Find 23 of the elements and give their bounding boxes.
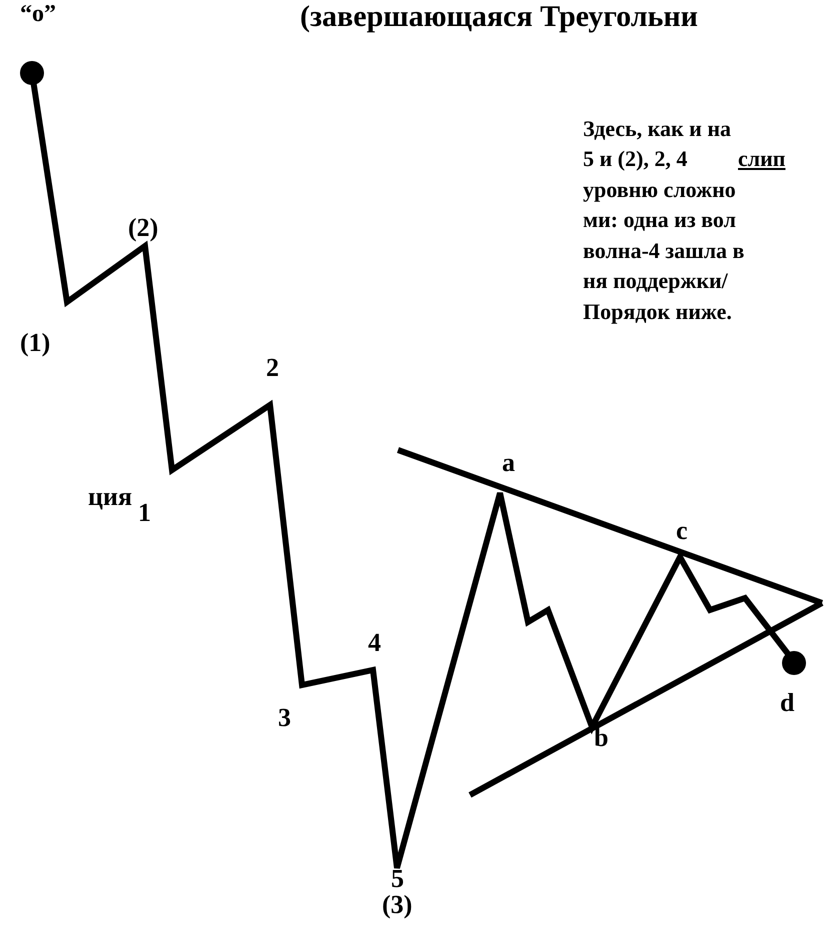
paragraph-line: 5 и (2), 2, 4 [583,148,688,170]
wave-label: a [502,450,515,476]
wave-label: 2 [266,355,279,381]
paragraph-line: ня поддержки/ [583,270,728,292]
heading-text: (завершающаяся Треугольни [300,2,698,32]
paragraph-line: уровню сложно [583,179,736,201]
paragraph-line: волна-4 зашла в [583,240,744,262]
wave-label: (3) [382,892,412,918]
wave-label: 3 [278,705,291,731]
wave-label: “o” [20,2,56,26]
wave-label: 4 [368,630,381,656]
wave-label: b [594,725,608,751]
wave-label: d [780,690,794,716]
paragraph-line: Порядок ниже. [583,301,732,323]
wave-label: 5 [391,866,404,892]
paragraph-line: слип [738,148,786,170]
paragraph-line: Здесь, как и на [583,118,731,140]
wave-label: (1) [20,330,50,356]
wave-label: (2) [128,215,158,241]
paragraph-line: ми: одна из вол [583,209,736,231]
side-text: ция [88,484,132,510]
wave-label: 1 [138,500,151,526]
wave-label: c [676,518,688,544]
